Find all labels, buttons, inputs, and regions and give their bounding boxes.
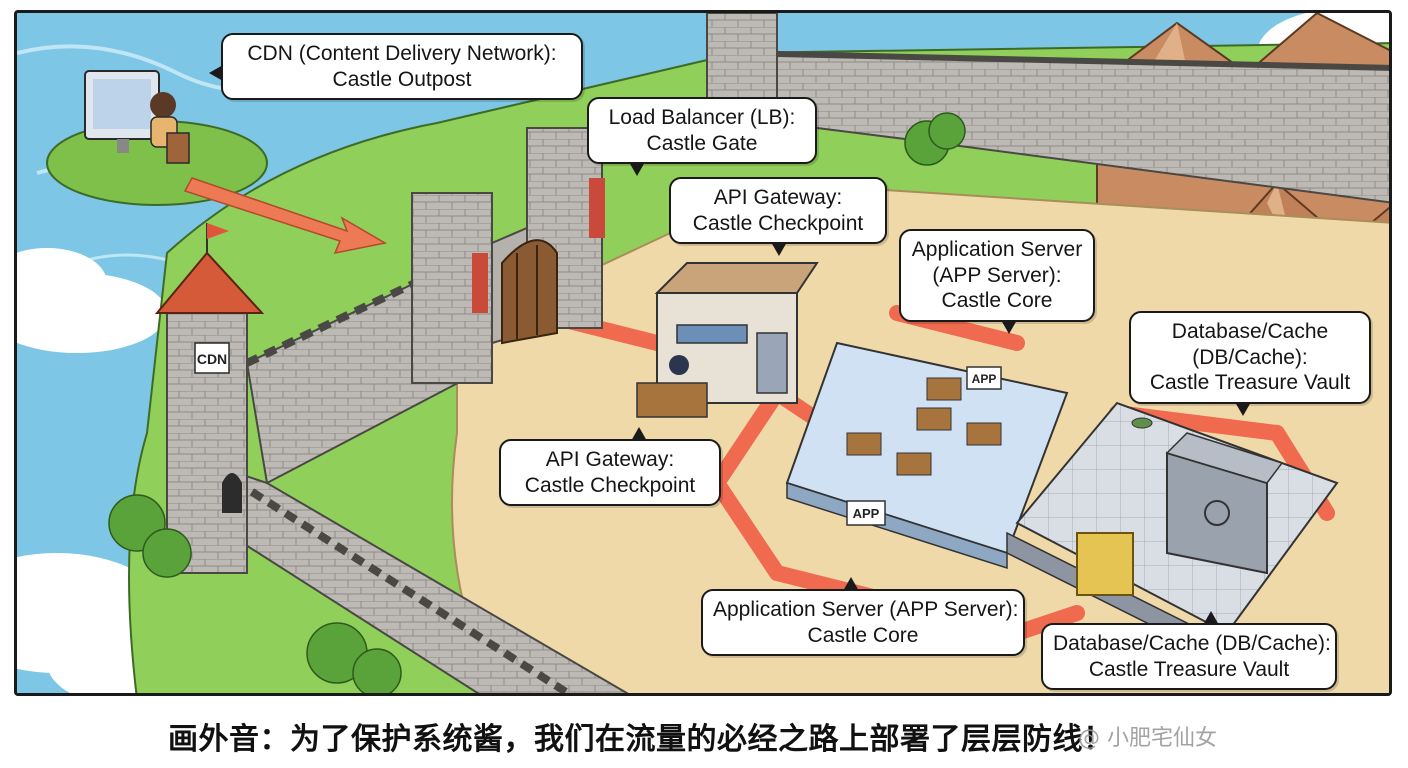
label-db-cache-top-line1: Database/Cache [1171,320,1329,343]
castle-scene-illustration: CDN [17,13,1389,693]
caption-text: 画外音：为了保护系统酱，我们在流量的必经之路上部署了层层防线！ [168,722,1114,757]
api-gateway-building [636,262,819,418]
label-api-gateway-bottom-line2: Castle Checkpoint [524,473,696,497]
label-db-cache-top: Database/Cache (DB/Cache): Castle Treasu… [1129,311,1371,416]
castle-gate [411,127,605,384]
label-app-server-top-line3: Castle Core [941,289,1053,313]
label-app-server-bottom-line2: Castle Core [807,623,919,647]
label-db-cache-bottom-line1: Database/Cache (DB/Cache): [1053,632,1331,655]
app-room-sign: APP [972,372,997,386]
label-load-balancer-line2: Castle Gate [646,131,758,155]
watermark: @ 小肥宅仙女 [1078,726,1217,751]
label-app-server-bottom: Application Server (APP Server): Castle … [701,577,1025,657]
label-db-cache-bottom: Database/Cache (DB/Cache): Castle Treasu… [1041,611,1337,691]
label-api-gateway-top-line2: Castle Checkpoint [692,211,864,235]
label-app-server-top-line2: (APP Server): [932,263,1062,287]
corner-tower [706,13,778,114]
app-server-room: APP APP [785,341,1069,570]
label-api-gateway-top-line1: API Gateway: [713,186,843,209]
traffic-arrow [183,177,388,255]
label-app-server-top: Application Server (APP Server): Castle … [899,229,1095,334]
label-cdn-outpost-line1: CDN (Content Delivery Network): [247,42,557,65]
app-standing-sign: APP [853,506,880,521]
label-cdn-outpost: CDN (Content Delivery Network): Castle O… [209,33,583,101]
label-api-gateway-top: API Gateway: Castle Checkpoint [669,177,887,257]
label-api-gateway-bottom: API Gateway: Castle Checkpoint [499,427,721,507]
label-app-server-bottom-line1: Application Server (APP Server): [713,598,1019,621]
cdn-tower: CDN [154,223,265,574]
cloud-left [17,248,167,353]
label-api-gateway-bottom-line1: API Gateway: [545,448,675,471]
label-cdn-outpost-line2: Castle Outpost [332,67,472,91]
trees [108,112,966,693]
label-load-balancer: Load Balancer (LB): Castle Gate [587,97,817,177]
label-load-balancer-line1: Load Balancer (LB): [608,106,796,129]
cdn-tower-sign: CDN [197,351,227,367]
comic-panel: CDN [14,10,1392,696]
label-app-server-top-line1: Application Server [911,238,1083,261]
label-db-cache-top-line3: Castle Treasure Vault [1149,371,1351,395]
label-db-cache-top-line2: (DB/Cache): [1192,345,1308,369]
label-db-cache-bottom-line2: Castle Treasure Vault [1088,657,1290,681]
caption-bar: 画外音：为了保护系统酱，我们在流量的必经之路上部署了层层防线！ @ 小肥宅仙女 [0,700,1408,768]
outpost-island [46,70,268,206]
